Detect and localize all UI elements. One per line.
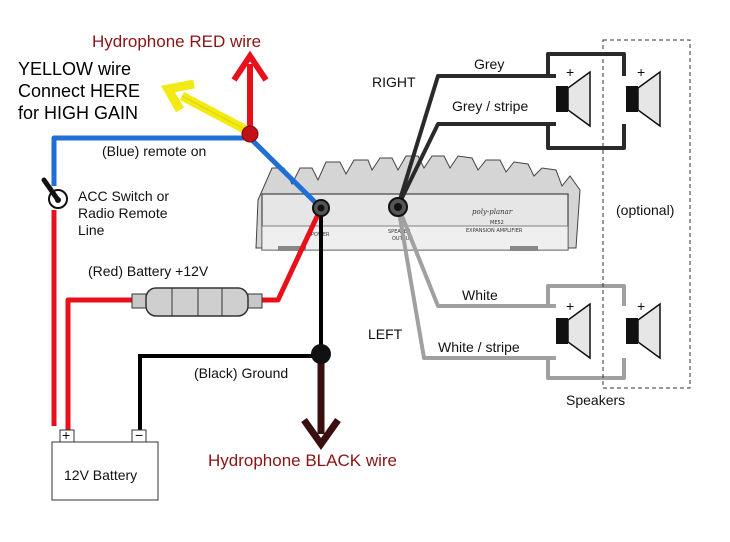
- hydrophone-red-label: Hydrophone RED wire: [92, 32, 261, 51]
- blue-remote-label: (Blue) remote on: [102, 143, 206, 159]
- amp-brand: poly-planar: [472, 208, 513, 216]
- wire-red-battery: [65, 297, 140, 430]
- amp-model: ME52: [490, 220, 504, 226]
- wire-right-ext-top: [546, 52, 626, 76]
- amp-subtitle: EXPANSION AMPLIFIER: [466, 228, 523, 234]
- white-stripe-wire-label: White / stripe: [438, 339, 520, 355]
- speakers-label: Speakers: [566, 392, 625, 408]
- speaker-plus: +: [566, 64, 574, 80]
- amplifier: POWER SPEAKER OUTPUT poly-planar ME52 EX…: [255, 155, 581, 251]
- left-channel-label: LEFT: [368, 326, 403, 342]
- black-ground-label: (Black) Ground: [194, 365, 288, 381]
- acc-label-3: Line: [78, 222, 105, 238]
- yellow-wire-label-3: for HIGH GAIN: [18, 103, 138, 123]
- wire-blue-remote: [51, 135, 323, 210]
- wire-grey-right: [396, 74, 556, 207]
- acc-switch: [41, 177, 68, 209]
- right-channel-label: RIGHT: [372, 74, 416, 90]
- wire-left-ext-bottom: [546, 358, 626, 380]
- speaker-plus: +: [637, 298, 645, 314]
- speaker-wires: [396, 52, 626, 380]
- acc-label-2: Radio Remote: [78, 205, 168, 221]
- speaker-icon: [556, 86, 568, 112]
- speaker-left-main: +: [556, 298, 591, 360]
- battery-label: 12V Battery: [64, 467, 137, 483]
- grey-wire-label: Grey: [474, 56, 504, 72]
- grey-stripe-wire-label: Grey / stripe: [452, 98, 528, 114]
- battery-plus-label: +: [62, 427, 70, 443]
- wire-white-stripe-left: [396, 205, 556, 360]
- speaker-right-optional: +: [626, 64, 661, 128]
- yellow-wire-label-1: YELLOW wire: [18, 59, 131, 79]
- wire-white-left: [396, 205, 556, 308]
- fuse-holder: [131, 287, 263, 317]
- speaker-icon: [626, 86, 638, 112]
- wire-right-ext-bottom: [546, 124, 626, 150]
- speaker-icon: [556, 318, 568, 344]
- battery-minus-label: −: [135, 427, 143, 443]
- speaker-left-optional: +: [626, 298, 661, 360]
- speaker-plus: +: [566, 298, 574, 314]
- speaker-right-main: +: [556, 64, 591, 128]
- yellow-wire-label-2: Connect HERE: [18, 81, 140, 101]
- white-wire-label: White: [462, 287, 498, 303]
- wire-grey-stripe-right: [396, 122, 556, 207]
- acc-label-1: ACC Switch or: [78, 188, 169, 204]
- wire-black-ground: [138, 354, 322, 430]
- optional-box: [602, 39, 691, 389]
- hydrophone-red-junction: [241, 125, 259, 143]
- optional-label: (optional): [616, 202, 674, 218]
- wire-left-ext-top: [546, 284, 626, 306]
- speaker-icon: [626, 318, 638, 344]
- speaker-plus: +: [637, 64, 645, 80]
- battery: + − 12V Battery: [51, 427, 159, 501]
- amp-speaker-label: SPEAKER: [388, 229, 411, 235]
- wire-red-amp: [262, 206, 324, 303]
- hydrophone-black-label: Hydrophone BLACK wire: [208, 451, 397, 470]
- ground-junction: [311, 344, 331, 364]
- red-battery-label: (Red) Battery +12V: [88, 263, 209, 279]
